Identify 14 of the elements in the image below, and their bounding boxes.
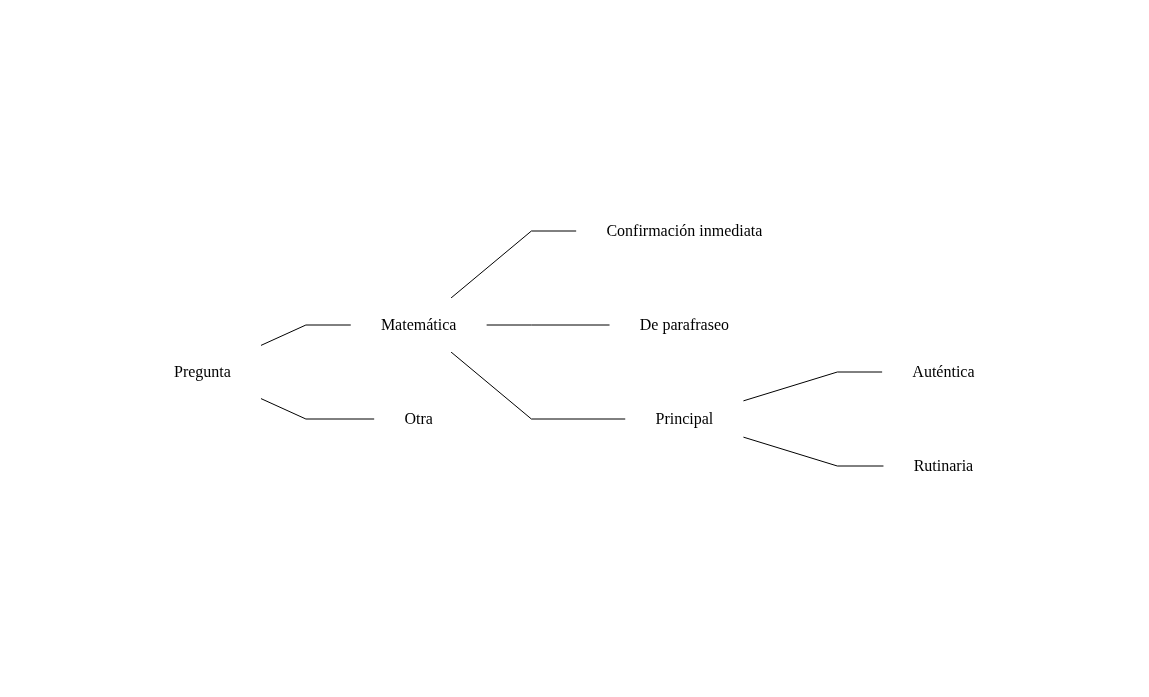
connector bbox=[260, 324, 352, 346]
connector bbox=[450, 351, 627, 420]
connector bbox=[450, 230, 578, 299]
node-text: De parafraseo bbox=[639, 316, 730, 333]
node-text: Otra bbox=[404, 410, 434, 427]
node-text: Matemática bbox=[381, 316, 457, 333]
connector bbox=[742, 371, 884, 402]
node-text: Auténtica bbox=[912, 363, 975, 380]
node-text: Confirmación inmediata bbox=[606, 222, 763, 239]
node-text: Pregunta bbox=[174, 363, 232, 380]
node-text: Rutinaria bbox=[913, 457, 974, 474]
node-text: Principal bbox=[655, 410, 714, 427]
connector bbox=[260, 398, 376, 420]
connector bbox=[742, 436, 885, 467]
